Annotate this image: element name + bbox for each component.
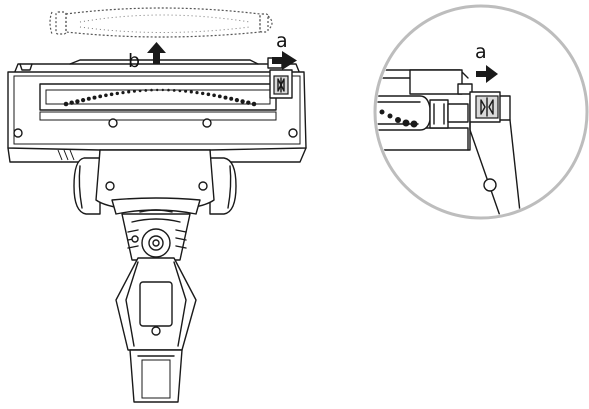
bristle-dot bbox=[63, 101, 69, 107]
brush-roll-removed bbox=[49, 7, 273, 38]
bristle-dot bbox=[132, 89, 136, 93]
bristle-dot bbox=[69, 100, 74, 105]
bristle-dot bbox=[251, 101, 257, 107]
neck-housing bbox=[95, 149, 215, 215]
label-a-main: a bbox=[276, 30, 288, 52]
bristle-dot bbox=[212, 93, 216, 98]
bristle-dot bbox=[217, 94, 222, 99]
bristle-dot bbox=[86, 96, 91, 101]
bristle-dot bbox=[246, 100, 251, 105]
arrow-a-icon bbox=[272, 51, 297, 70]
bristle-dot bbox=[127, 90, 131, 94]
bristle-dot bbox=[167, 88, 170, 92]
bristle-dot bbox=[98, 94, 103, 99]
bristle-dot bbox=[156, 88, 159, 92]
bristle-dot bbox=[121, 91, 125, 95]
bristle-dot bbox=[92, 95, 97, 100]
bristle-dot bbox=[75, 99, 80, 104]
bristle-dot bbox=[201, 91, 205, 96]
bristle-dot bbox=[206, 92, 211, 97]
swivel-joint bbox=[121, 213, 191, 261]
bristle-dot bbox=[178, 89, 182, 93]
right-wheel bbox=[209, 157, 237, 215]
cleaner-head bbox=[7, 59, 307, 151]
arrow-b-icon bbox=[147, 42, 166, 64]
left-wheel bbox=[73, 157, 101, 215]
bristle-dot bbox=[104, 93, 108, 98]
label-b-main: b bbox=[128, 50, 140, 72]
arrow-a-detail-icon bbox=[476, 65, 498, 83]
label-a-detail: a bbox=[475, 41, 487, 63]
bristle-dot bbox=[144, 89, 148, 92]
screw-holes bbox=[13, 118, 298, 138]
bristle-dot bbox=[150, 88, 153, 92]
bristle-dot bbox=[81, 98, 86, 103]
bristle-dot bbox=[229, 96, 234, 101]
wand-tube bbox=[115, 257, 197, 403]
bristle-dot bbox=[184, 89, 188, 93]
bristle-dot bbox=[138, 89, 142, 93]
bristle-dot bbox=[172, 89, 176, 92]
bristle-dot bbox=[234, 98, 239, 103]
bristle-dot bbox=[195, 91, 199, 95]
bristle-dot bbox=[115, 91, 120, 96]
bristle-dot bbox=[189, 90, 193, 94]
brush-bristles bbox=[63, 88, 257, 107]
bristle-dot bbox=[161, 88, 164, 92]
bristle-dot bbox=[109, 92, 114, 97]
bristle-dot bbox=[223, 95, 228, 100]
detail-view bbox=[377, 69, 521, 216]
bristle-dot bbox=[240, 99, 245, 104]
